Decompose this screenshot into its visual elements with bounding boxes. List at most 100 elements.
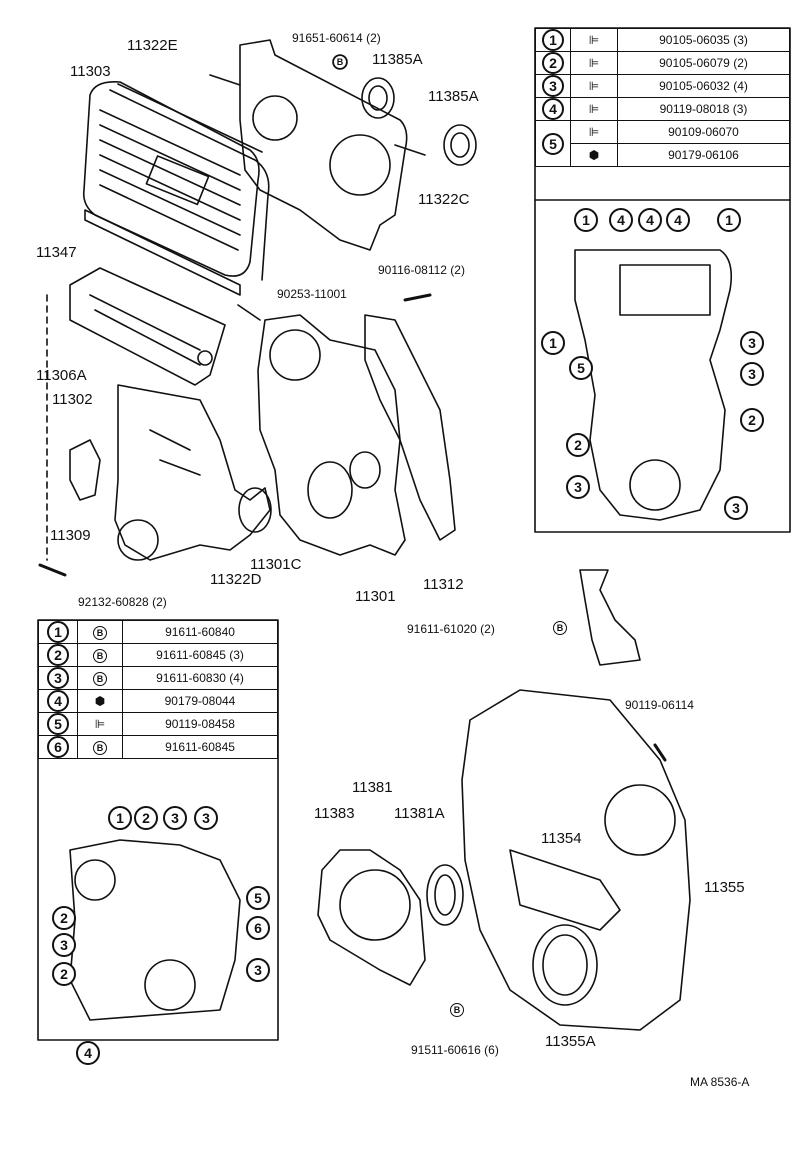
- callout: 3: [740, 331, 764, 355]
- bracket-11306A: [69, 267, 226, 386]
- callout: 4: [609, 208, 633, 232]
- label-11306A: 11306A: [36, 367, 87, 384]
- table-row: 2 B 91611-60845 (3): [38, 643, 278, 667]
- bolt-b-icon: B: [93, 671, 107, 686]
- callout: 5: [569, 356, 593, 380]
- gasket-plate-11322C: [209, 39, 426, 251]
- part-code: 91611-60830 (4): [122, 666, 278, 690]
- callout: 1: [541, 331, 565, 355]
- row-number: 5: [542, 132, 564, 155]
- label-11303: 11303: [70, 63, 111, 80]
- timing-cover-11303: [82, 80, 260, 277]
- bolt-90119: [653, 743, 667, 762]
- label-11347: 11347: [36, 244, 77, 261]
- table-row: 3 ⊫ 90105-06032 (4): [535, 74, 790, 98]
- callout: 4: [638, 208, 662, 232]
- callout: 2: [134, 806, 158, 830]
- cover-11355A: [532, 924, 598, 1006]
- callout: 2: [52, 906, 76, 930]
- stud-90116: [403, 293, 432, 302]
- part-code: 90105-06035 (3): [617, 28, 790, 52]
- table-row: 6 B 91611-60845: [38, 735, 278, 759]
- callout: 3: [246, 958, 270, 982]
- label-90253: 90253-11001: [277, 287, 347, 301]
- part-code: 90179-06106: [617, 143, 790, 167]
- bolt-b-mark: B: [333, 55, 347, 69]
- callout: 3: [740, 362, 764, 386]
- callout: 1: [108, 806, 132, 830]
- part-code: 90179-08044: [122, 689, 278, 713]
- label-11322C: 11322C: [418, 191, 470, 208]
- label-11385A-2: 11385A: [428, 88, 479, 105]
- row-number: 2: [542, 52, 564, 74]
- table-row: 1 ⊫ 90105-06035 (3): [535, 28, 790, 52]
- label-90116: 90116-08112 (2): [378, 263, 465, 277]
- oil-seal-11385A: [361, 77, 395, 119]
- row-number: 1: [47, 621, 69, 643]
- callout: 2: [566, 433, 590, 457]
- timing-case-11301: [257, 314, 406, 556]
- fastener-table-top: 1 ⊫ 90105-06035 (3) 2 ⊫ 90105-06079 (2) …: [535, 28, 790, 167]
- row-number: 3: [47, 667, 69, 689]
- row-number: 5: [47, 713, 69, 735]
- table-row: 2 ⊫ 90105-06079 (2): [535, 51, 790, 75]
- label-91611-61020: 91611-61020 (2): [407, 622, 495, 636]
- lower-cover-11302: [114, 384, 272, 561]
- part-code: 90119-08018 (3): [617, 97, 790, 121]
- part-code: 90105-06032 (4): [617, 74, 790, 98]
- label-11301C: 11301C: [250, 556, 302, 573]
- inset-front-view: [574, 249, 733, 521]
- callout: 3: [163, 806, 187, 830]
- part-code: 90105-06079 (2): [617, 51, 790, 75]
- part-code: 91611-60845: [122, 735, 278, 759]
- bolt-b-icon: B: [93, 625, 107, 640]
- callout: 3: [566, 475, 590, 499]
- callout: 4: [666, 208, 690, 232]
- bolt-b-mark-3: B: [450, 1003, 464, 1017]
- table-row: 4 ⊫ 90119-08018 (3): [535, 97, 790, 121]
- label-91651: 91651-60614 (2): [292, 31, 381, 45]
- seal-11347: [84, 209, 241, 296]
- seal-11381A: [426, 864, 464, 926]
- bolt-icon: ⊫: [570, 51, 618, 75]
- callout: 3: [724, 496, 748, 520]
- label-11301: 11301: [355, 588, 396, 605]
- callout: 1: [574, 208, 598, 232]
- bolt-icon: ⊫: [570, 120, 618, 144]
- bolt-icon: ⊫: [77, 712, 123, 736]
- label-11355A: 11355A: [545, 1033, 596, 1050]
- bolt-b-icon: B: [93, 740, 107, 755]
- end-plate-11355: [461, 689, 691, 1031]
- table-row: 5 ⊫ 90119-08458: [38, 712, 278, 736]
- callout: 3: [194, 806, 218, 830]
- label-11322E: 11322E: [127, 37, 178, 54]
- bolt-icon: ⊫: [570, 74, 618, 98]
- label-11302: 11302: [52, 391, 93, 408]
- part-code: 91611-60845 (3): [122, 643, 278, 667]
- callout: 5: [246, 886, 270, 910]
- label-11322D: 11322D: [210, 571, 262, 588]
- row-number: 4: [542, 98, 564, 120]
- callout: 3: [52, 933, 76, 957]
- bolt-icon: ⊫: [570, 97, 618, 121]
- nut-icon: ⬢: [77, 689, 123, 713]
- gasket-11322E: [109, 83, 270, 281]
- label-11355: 11355: [704, 879, 745, 896]
- reference-code: MA 8536-A: [690, 1075, 750, 1089]
- label-92132: 92132-60828 (2): [78, 595, 167, 609]
- label-91511: 91511-60616 (6): [411, 1043, 499, 1057]
- callout: 2: [52, 962, 76, 986]
- label-11383: 11383: [314, 805, 355, 822]
- part-11309: [69, 439, 101, 501]
- table-row: 3 B 91611-60830 (4): [38, 666, 278, 690]
- row-number: 2: [47, 644, 69, 666]
- oil-seal-11385A-2: [443, 124, 477, 166]
- nut-icon: ⬢: [570, 143, 618, 167]
- callout: 4: [76, 1041, 100, 1065]
- label-11309: 11309: [50, 527, 91, 544]
- table-row: ⬢ 90179-06106: [536, 143, 790, 167]
- label-11354: 11354: [541, 830, 582, 847]
- table-row: 4 ⬢ 90179-08044: [38, 689, 278, 713]
- retainer-11383: [317, 849, 426, 986]
- callout: 6: [246, 916, 270, 940]
